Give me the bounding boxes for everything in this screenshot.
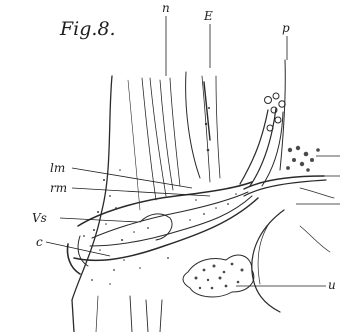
fibre-2 <box>150 78 166 196</box>
duct-lm <box>244 176 324 189</box>
vesicle-lower-wall <box>74 198 258 260</box>
structure-u-outline <box>183 255 254 297</box>
duct-p-2 <box>250 108 276 186</box>
label-n: n <box>162 2 170 14</box>
vesicle-lumen-fold <box>140 214 172 240</box>
label-u: u <box>328 279 336 291</box>
tissue-column-right-edge <box>186 72 200 178</box>
figure-title: Fig.8. <box>60 20 116 39</box>
label-rm: rm <box>50 182 67 194</box>
label-p: p <box>282 22 290 34</box>
stalk-bottom-2 <box>146 300 148 332</box>
fibre-4 <box>170 78 180 186</box>
tissue-right-lower <box>300 226 330 252</box>
stalk-bottom-4 <box>96 296 98 332</box>
cavity-right-inner <box>258 222 270 284</box>
label-e: E <box>204 10 213 22</box>
stalk-bottom-3 <box>160 300 162 332</box>
fibre-5 <box>128 80 140 210</box>
tissue-right-edge <box>300 188 334 198</box>
label-lm: lm <box>50 162 65 174</box>
tissue-column-left-edge <box>72 76 112 332</box>
duct-rm <box>244 180 326 196</box>
stalk-bottom-1 <box>130 296 132 332</box>
fibre-7 <box>216 76 220 178</box>
label-vs: Vs <box>32 212 47 224</box>
duct-p-1 <box>240 110 268 184</box>
label-c: c <box>36 236 43 248</box>
